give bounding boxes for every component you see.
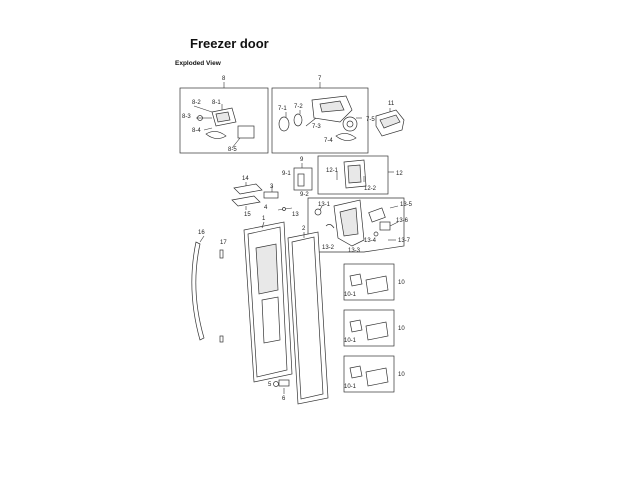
callout-16: 16 (198, 230, 205, 236)
part-group-12 (317, 155, 394, 195)
page-title: Freezer door (190, 36, 269, 51)
callout-4: 4 (264, 205, 268, 211)
callout-8-1: 8-1 (212, 100, 221, 106)
callout-10-top: 10 (398, 280, 405, 286)
door-guard-10-middle (343, 309, 395, 347)
callout-17: 17 (220, 240, 227, 246)
callout-1: 1 (262, 216, 266, 222)
parts-14-15-3-4 (231, 182, 293, 211)
callout-14: 14 (242, 176, 249, 182)
callout-15: 15 (244, 212, 251, 218)
page-subtitle: Exploded View (175, 60, 221, 67)
callout-2: 2 (302, 226, 306, 232)
part-9 (293, 163, 313, 191)
callout-6: 6 (282, 396, 286, 402)
parts-5-6 (273, 379, 290, 394)
callout-7-1: 7-1 (278, 106, 287, 112)
callout-11: 11 (388, 101, 395, 107)
part-group-7 (271, 82, 369, 154)
callout-7-2: 7-2 (294, 104, 303, 110)
part-11 (375, 108, 405, 137)
callout-7-5: 7-5 (366, 117, 375, 123)
callout-10-middle: 10 (398, 326, 405, 332)
callout-10-1-bottom: 10-1 (344, 384, 357, 390)
callout-5: 5 (268, 382, 272, 388)
screw-17 (219, 249, 224, 343)
callout-12-1: 12-1 (326, 168, 339, 174)
callout-8-2: 8-2 (192, 100, 201, 106)
callout-12-2: 12-2 (364, 186, 377, 192)
callout-3: 3 (270, 184, 274, 190)
callout-13-1: 13-1 (318, 202, 331, 208)
door-guard-10-bottom (343, 355, 395, 393)
callout-12: 12 (396, 171, 403, 177)
callout-7-3: 7-3 (312, 124, 321, 130)
callout-7-4: 7-4 (324, 138, 333, 144)
callout-13-7: 13-7 (398, 238, 411, 244)
callout-9-2: 9-2 (300, 192, 309, 198)
callout-13-2: 13-2 (322, 245, 335, 251)
callout-7: 7 (318, 76, 322, 82)
callout-13: 13 (292, 212, 299, 218)
door-panel-1 (243, 221, 293, 383)
callout-10-1-top: 10-1 (344, 292, 357, 298)
callout-8: 8 (222, 76, 226, 82)
callout-13-6: 13-6 (396, 218, 409, 224)
callout-labels: 8 7 8-2 8-1 8-3 8-4 8-5 7-1 7-2 7-3 7-4 … (182, 76, 413, 402)
callout-10-1-middle: 10-1 (344, 338, 357, 344)
callout-8-4: 8-4 (192, 128, 201, 134)
part-group-8 (179, 82, 269, 154)
door-gasket-2 (287, 231, 329, 405)
callout-13-4: 13-4 (364, 238, 377, 244)
callout-9-1: 9-1 (282, 171, 291, 177)
door-guard-10-top (343, 263, 395, 301)
callout-13-3: 13-3 (348, 248, 361, 254)
part-group-13 (307, 197, 405, 253)
callout-9: 9 (300, 157, 304, 163)
callout-8-5: 8-5 (228, 147, 237, 153)
callout-8-3: 8-3 (182, 114, 191, 120)
callout-10-bottom: 10 (398, 372, 405, 378)
handle-16 (191, 235, 205, 341)
callout-13-5: 13-5 (400, 202, 413, 208)
